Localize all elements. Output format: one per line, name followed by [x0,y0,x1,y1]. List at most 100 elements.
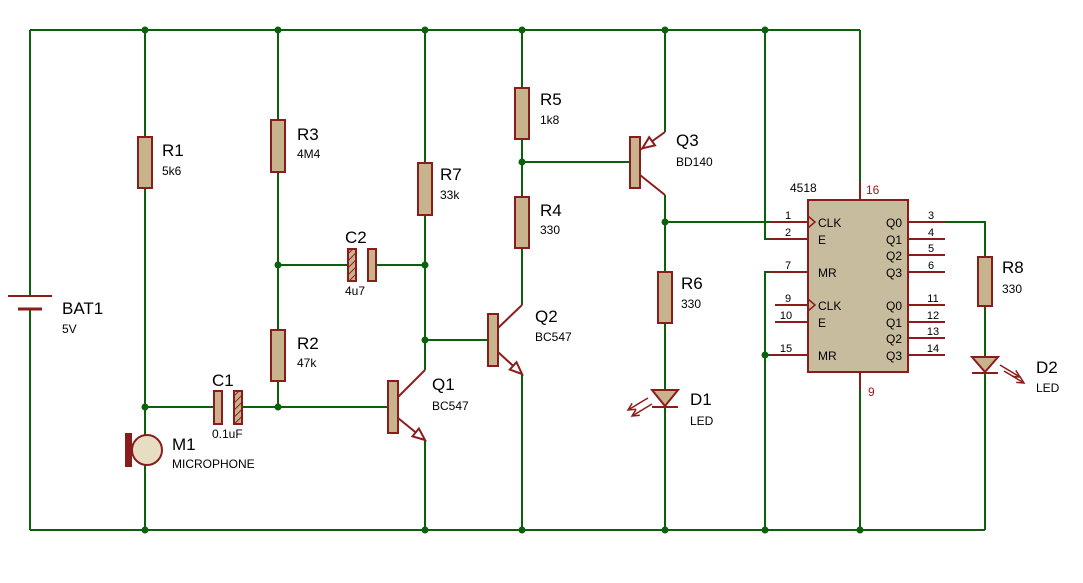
ic-pin-label: Q0 [886,299,902,313]
ic-4518: 4518 16 9 1 2 7 9 10 15 CLK E MR CLK E M… [770,181,945,399]
ic-pin-label: Q3 [886,349,902,363]
junction-dot [661,526,669,534]
microphone-bar [125,433,132,467]
ic-pin-label: MR [818,266,837,280]
transistor-q3: Q3 BD140 [629,131,713,196]
component-ref: R3 [297,125,319,144]
component-ref: R5 [540,90,562,109]
component-value: 0.1uF [212,427,243,441]
emitter-arrow-icon [640,135,657,150]
junction-dot [761,351,769,359]
component-value: 4M4 [297,147,321,161]
resistor-body [417,162,433,216]
junction-dot [274,26,282,34]
transistor-collector [639,174,666,196]
wires [29,29,986,531]
junction-dot [518,26,526,34]
junction-dot [518,158,526,166]
component-ref: R4 [540,201,562,220]
capacitor-plate [213,390,223,425]
transistor-base [387,380,399,434]
light-arrow-icon [627,397,649,411]
component-ref: Q2 [535,307,558,326]
ic-pin-number-vdd: 16 [866,183,880,197]
component-value: 1k8 [540,113,560,127]
resistor-r2: R2 47k [270,329,319,382]
ic-pin-number: 12 [927,310,939,322]
ic-pin-number: 10 [780,310,792,322]
junction-dot [274,261,282,269]
component-value: BC547 [432,399,469,413]
resistor-r6: R6 330 [657,271,703,324]
diode-triangle [649,389,681,408]
ic-pin-label: Q1 [886,233,902,247]
light-arrow-icon [999,364,1021,378]
component-value: 330 [681,297,701,311]
ic-pin-number: 3 [928,210,934,222]
junction-dot [141,26,149,34]
light-arrow-head-icon [626,403,636,411]
light-arrow-icon [1003,370,1025,384]
emitter-arrow-icon [508,360,524,376]
transistor-base [629,136,641,189]
component-ref: D1 [690,390,712,409]
component-ref: C1 [212,371,234,390]
wire [945,221,986,257]
junction-dot [274,403,282,411]
ic-pin-number: 9 [785,293,791,305]
component-ref: R8 [1002,258,1024,277]
ic-pin-label: Q1 [886,316,902,330]
light-arrow-head-icon [630,409,640,417]
junction-dot [856,526,864,534]
clock-input-icon [807,215,817,229]
wire [764,30,770,240]
junction-dot [141,526,149,534]
ic-name: 4518 [790,181,817,195]
junction-dot [661,218,669,226]
ic-pin-label: Q2 [886,332,902,346]
ic-pin-number: 13 [927,326,939,338]
component-value: BC547 [535,330,572,344]
ic-pin-label: MR [818,349,837,363]
ic-pin-number: 14 [927,343,939,355]
ic-pin-label: Q3 [886,266,902,280]
ic-pin-label: E [818,233,826,247]
junction-dot [421,26,429,34]
junction-dot [518,526,526,534]
component-value: 4u7 [345,284,365,298]
resistor-body [270,119,286,173]
ic-pin-number: 2 [785,227,791,239]
light-arrow-icon [631,403,653,417]
transistor-q2: Q2 BC547 [487,304,572,376]
component-value: 47k [297,356,317,370]
capacitor-c1: C1 0.1uF [212,371,243,441]
junction-dot [141,403,149,411]
diode-triangle [969,356,1001,374]
ic-pin-number: 15 [780,343,792,355]
junctions [141,26,864,534]
transistor-base [487,313,499,367]
ic-pin-number: 7 [785,260,791,272]
ic-pin-number: 4 [928,227,934,239]
battery-bat1: BAT1 5V [8,295,103,336]
component-value: MICROPHONE [172,457,255,471]
clock-input-icon [807,298,817,312]
resistor-r1: R1 5k6 [137,136,184,189]
led-d2: D2 LED [969,356,1060,395]
resistor-r5: R5 1k8 [514,87,562,140]
transistor-collector [497,304,523,329]
resistor-body [270,329,286,382]
resistor-r3: R3 4M4 [270,119,321,173]
component-value: LED [690,414,714,428]
component-ref: R7 [440,165,462,184]
junction-dot [661,26,669,34]
component-value: 330 [1002,282,1022,296]
ic-pin-number: 1 [785,210,791,222]
capacitor-plate [367,248,377,282]
capacitor-plate-hatched [347,248,357,282]
ic-pin-label: CLK [818,299,841,313]
junction-dot [421,526,429,534]
transistor-q1: Q1 BC547 [387,369,469,442]
ic-pin-number: 11 [927,293,938,305]
